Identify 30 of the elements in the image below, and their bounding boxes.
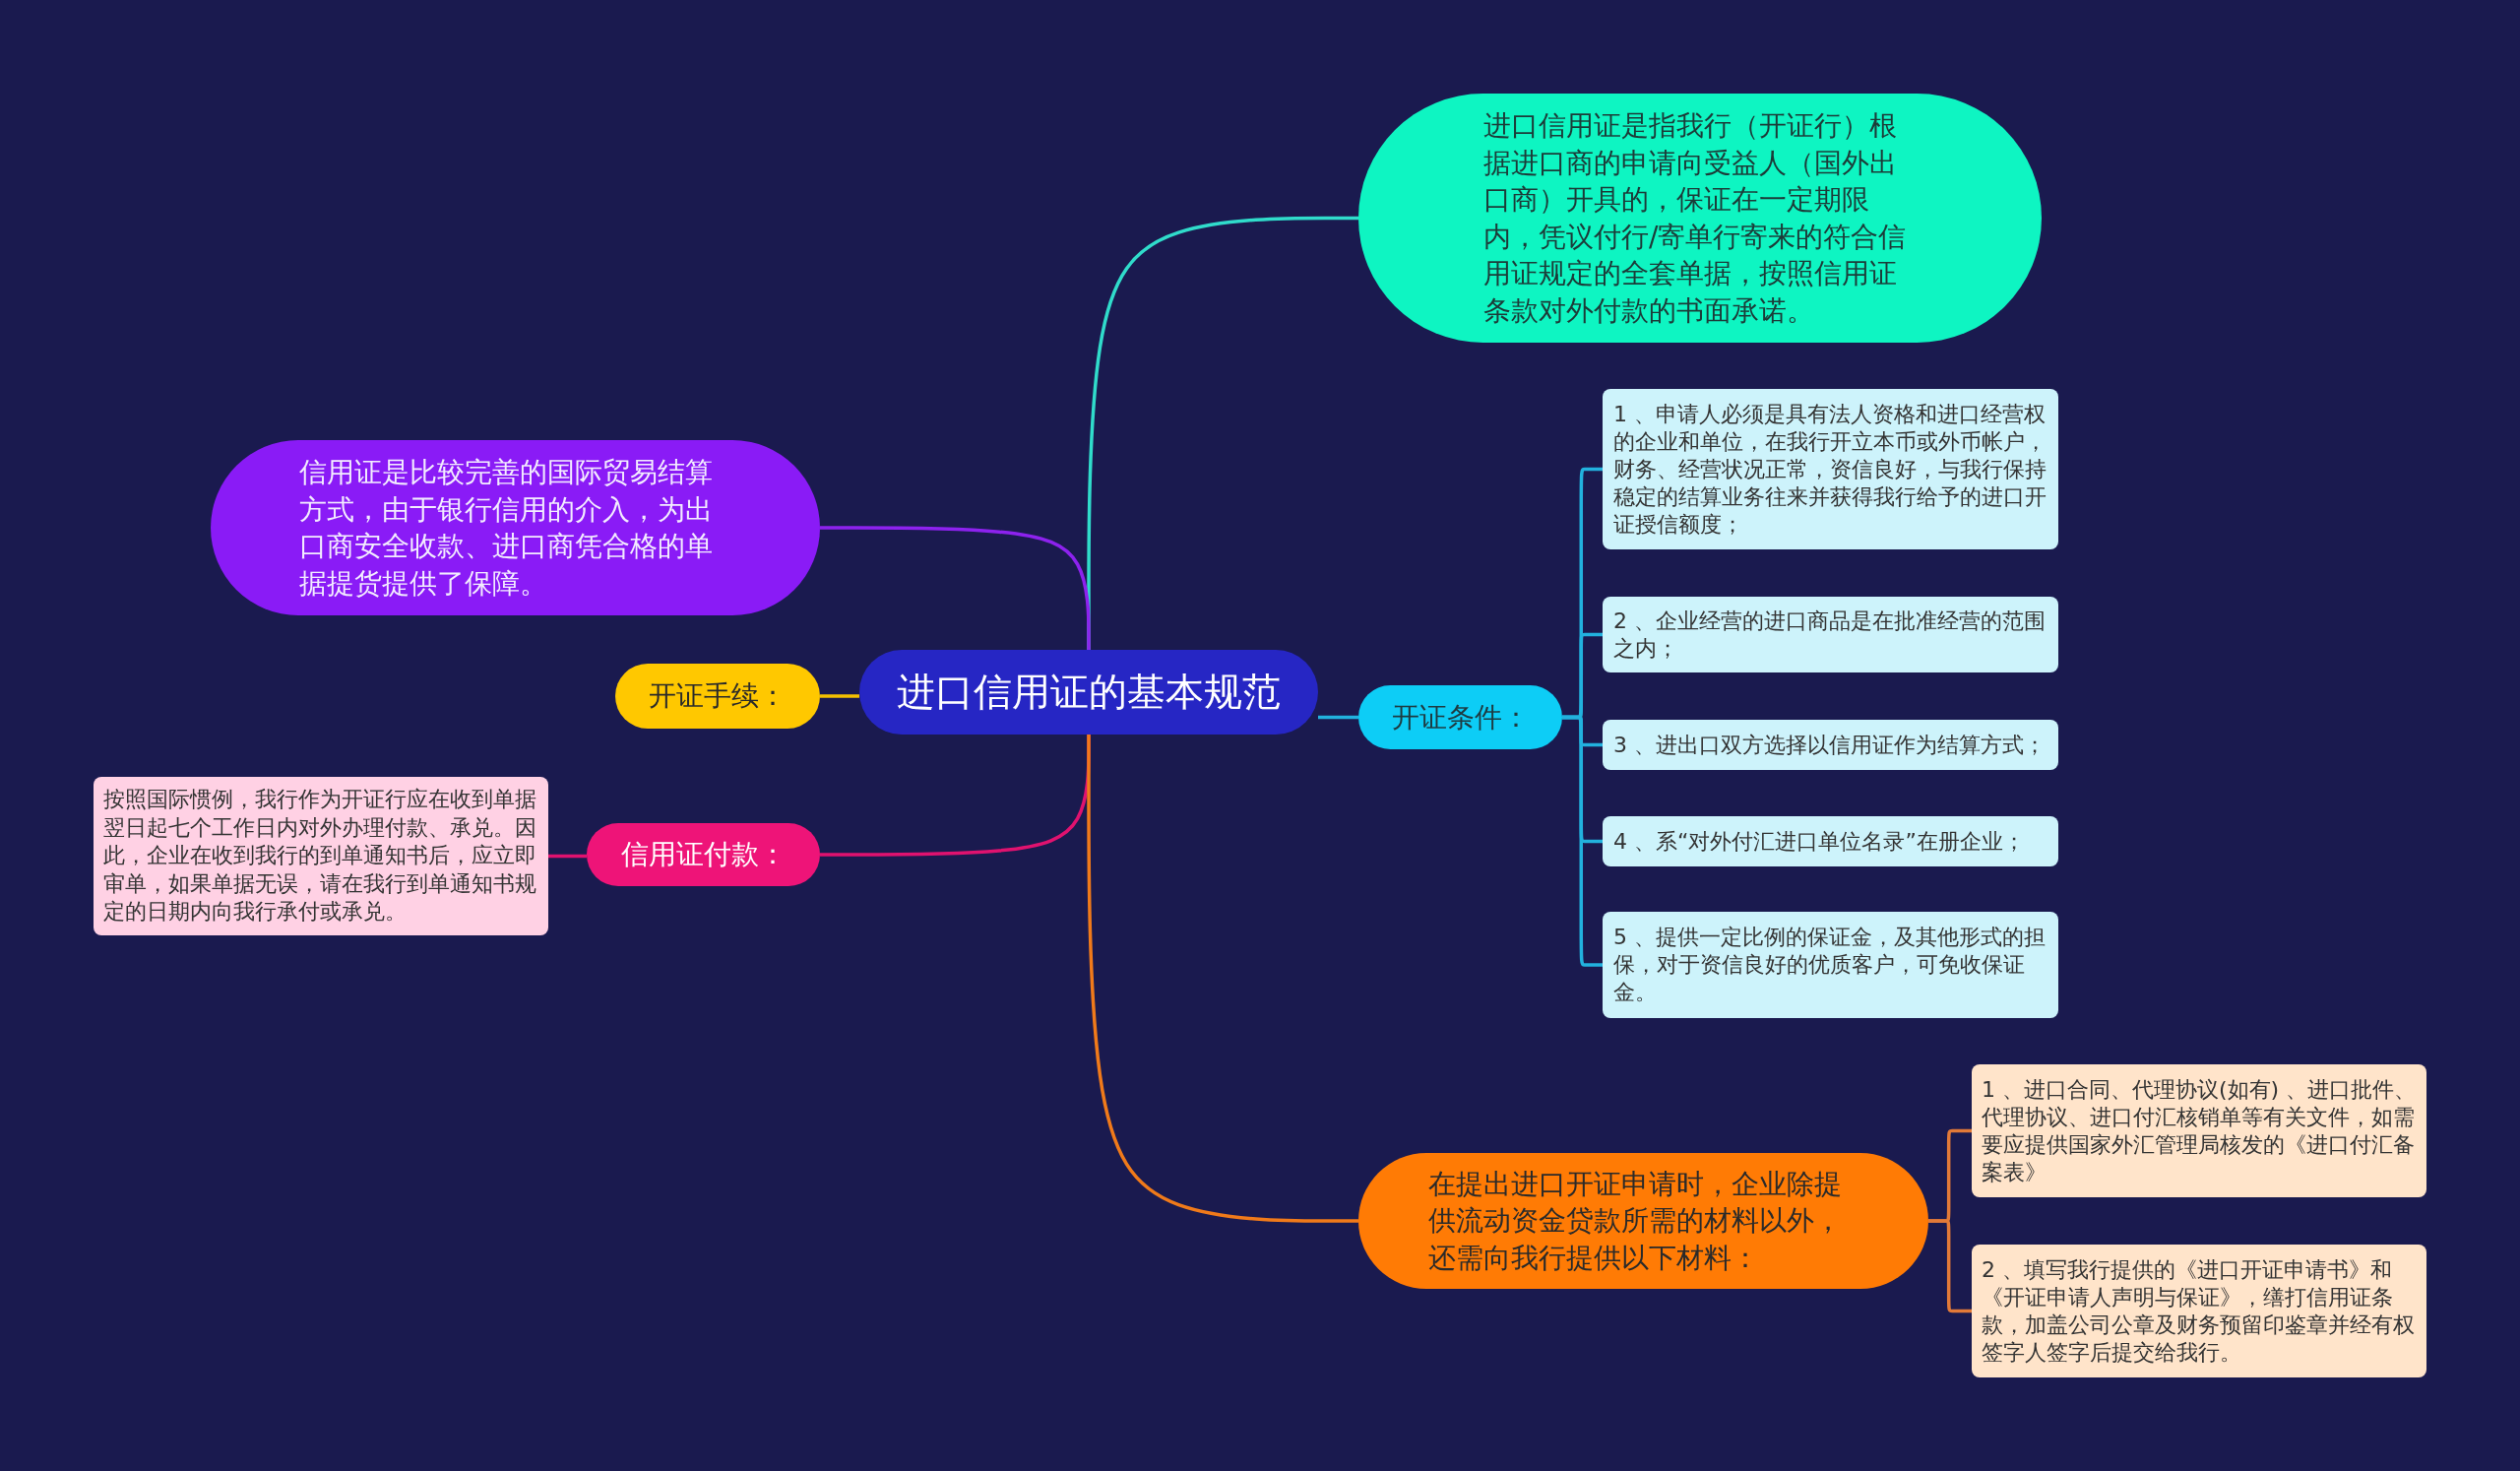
topic-label: 信用证付款： — [620, 837, 787, 872]
description-text: 在提出进口开证申请时，企业除提供流动资金贷款所需的材料以外，还需向我行提供以下材料： — [1428, 1166, 1843, 1276]
note-card — [1603, 912, 2058, 1018]
note-text: 1 、申请人必须是具有法人资格和进口经营权的企业和单位，在我行开立本币或外币帐户，财务、经营状况正常，资信良好，与我行保持稳定的结算业务往来并获得我行给予的进口开证授信额度； — [1613, 400, 2048, 539]
note-text: 1 、进口合同、代理协议(如有) 、进口批件、代理协议、进口付汇核销单等有关文件，如需要应提供国家外汇管理局核发的《进口付汇备案表》 — [1982, 1075, 2418, 1186]
note-card — [1603, 720, 2058, 770]
description-text: 信用证是比较完善的国际贸易结算方式，由于银行信用的介入，为出口商安全收款、进口商凭合格的单据提货提供了保障。 — [299, 455, 714, 602]
note-text: 5 、提供一定比例的保证金，及其他形式的担保，对于资信良好的优质客户，可免收保证金。 — [1613, 924, 2047, 1006]
connector-line — [1928, 1219, 1972, 1313]
topic-label: 开证条件： — [1391, 699, 1530, 736]
note-text: 按照国际惯例，我行作为开证行应在收到单据翌日起七个工作日内对外办理付款、承兑。因此，企业在收到我行的到单通知书后，应立即审单，如果单据无误，请在我行到单通知书规定的日期内向我行承付或承兑。 — [103, 786, 537, 927]
connector-line — [820, 694, 859, 698]
connector-line — [1318, 715, 1358, 720]
note-card — [1603, 389, 2058, 549]
topic-label: 开证手续： — [649, 678, 787, 714]
connector-line — [820, 526, 1091, 650]
note-text: 3 、进出口双方选择以信用证作为结算方式； — [1613, 731, 2047, 759]
topic-label: 进口信用证的基本规范 — [897, 669, 1281, 716]
note-card — [1972, 1245, 2426, 1377]
note-card — [1603, 816, 2058, 866]
connector-line — [548, 854, 587, 859]
description-text: 进口信用证是指我行（开证行）根据进口商的申请向受益人（国外出口商）开具的，保证在一定期限内，凭议付行/寄单行寄来的符合信用证规定的全套单据，按照信用证条款对外付款的书面承诺。 — [1483, 108, 1908, 329]
note-text: 2 、填写我行提供的《进口开证申请书》和《开证申请人声明与保证》，缮打信用证条款，加盖公司公章及财务预留印鉴章并经有权签字人签字后提交给我行。 — [1982, 1255, 2416, 1367]
note-card — [94, 777, 548, 935]
connector-line — [1087, 735, 1358, 1223]
connector-line — [1562, 715, 1603, 967]
note-card — [1603, 597, 2058, 672]
note-text: 2 、企业经营的进口商品是在批准经营的范围之内； — [1613, 607, 2047, 663]
note-text: 4 、系“对外付汇进口单位名录”在册企业； — [1613, 827, 2026, 856]
note-card — [1972, 1064, 2426, 1197]
